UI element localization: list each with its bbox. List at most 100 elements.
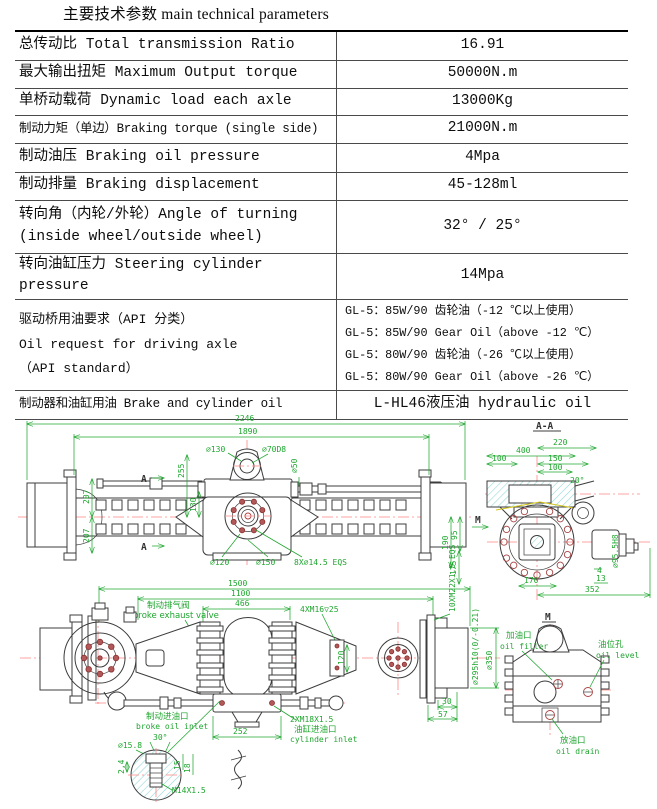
dim-lug-bore: ∅70D8 — [262, 445, 286, 454]
left-flange-side — [74, 632, 126, 684]
housing-fins — [504, 655, 610, 716]
dim-1100: 1100 — [231, 589, 250, 598]
view-m-title: M — [545, 612, 551, 623]
plug-detail: 2.4 15 18 M14X1.5 — [117, 748, 247, 802]
dim-rod: ∅50 — [290, 458, 299, 473]
differential-bulge — [223, 617, 273, 699]
hub-face-circle — [377, 637, 419, 679]
oil-level-label-cn: 油位孔 — [598, 639, 624, 650]
dim-170: 170 — [524, 576, 539, 585]
dim-lug-od: ∅130 — [206, 445, 225, 454]
brake-exhaust-valve-label-cn: 制动排气阀 — [147, 600, 190, 611]
dim-v120: 120 — [337, 650, 346, 665]
dim-d150: ∅150 — [256, 558, 275, 567]
parameters-table: 总传动比 Total transmission Ratio 16.91 最大输出… — [15, 30, 628, 420]
table-row: 转向油缸压力 Steering cylinder pressure 14Mpa — [15, 253, 628, 300]
dim-252: 252 — [233, 727, 248, 736]
dim-v95: 95 — [450, 530, 459, 540]
page-title: 主要技术参数 main technical parameters — [63, 6, 329, 23]
param-cell: 转向油缸压力 Steering cylinder pressure — [15, 253, 337, 300]
view-m: M 加油口 oil filler 油位孔 oil level 放油口 oil d… — [500, 612, 640, 756]
housing-body — [512, 649, 602, 723]
oil-filler-label-cn: 加油口 — [506, 630, 532, 641]
dim-150: 150 — [548, 454, 563, 463]
cylinder-inlet-label-en: cylinder inlet — [290, 735, 358, 744]
dim-18: 18 — [183, 763, 192, 773]
param-cell: 制动排量 Braking displacement — [15, 172, 337, 200]
value-cell: GL-5：85W/90 齿轮油（-12 ℃以上使用） GL-5：85W/90 G… — [345, 304, 599, 384]
param-cell: 总传动比 Total transmission Ratio — [15, 31, 337, 60]
param-cell: 制动力矩（单边）Braking torque (single side) — [15, 115, 337, 143]
dim-v207b: 207 — [82, 528, 91, 543]
table-row: 制动油压 Braking oil pressure 4Mpa — [15, 143, 628, 172]
value-cell: 32° / 25° — [443, 217, 522, 234]
dim-d350: ∅350 — [485, 651, 494, 670]
param-cell: 最大输出扭矩 Maximum Output torque — [15, 60, 337, 88]
table-row: 转向角（内轮/外轮）Angle of turning (inside wheel… — [15, 200, 628, 253]
brake-oil-inlet-label-cn: 制动进油口 — [146, 711, 189, 722]
oil-drain-label-en: oil drain — [556, 747, 600, 756]
housing-lug — [532, 624, 570, 653]
dim-2-4: 2.4 — [117, 759, 126, 774]
plug-head — [145, 753, 167, 764]
oil-filler-label-en: oil filler — [500, 642, 548, 651]
table-row: 制动器和油缸用油 Brake and cylinder oil L-HL46液压… — [15, 390, 628, 420]
dim-d120: ∅120 — [210, 558, 229, 567]
table-row: 总传动比 Total transmission Ratio 16.91 — [15, 31, 628, 60]
param-cell: 驱动桥用油要求（API 分类） Oil request for driving … — [15, 299, 337, 391]
dim-bolt-pattern: 8X∅14.5 EQS — [294, 558, 347, 567]
oil-level-label-en: oil level — [596, 651, 640, 660]
value-cell: 14Mpa — [460, 267, 505, 284]
stud-label-4xm16: 4XM16▽25 — [300, 605, 339, 614]
oil-drain-label-cn: 放油口 — [560, 735, 586, 746]
dim-d15-8: ∅15.8 — [118, 741, 142, 750]
table-row: 驱动桥用油要求（API 分类） Oil request for driving … — [15, 299, 628, 391]
param-cell: 单桥动载荷 Dynamic load each axle — [15, 88, 337, 115]
axle-ribs — [95, 499, 407, 535]
value-cell: L-HL46液压油 hydraulic oil — [373, 395, 592, 412]
section-aa-title: A-A — [536, 421, 553, 432]
table-row: 单桥动载荷 Dynamic load each axle 13000Kg — [15, 88, 628, 115]
tie-rod-right — [291, 485, 431, 493]
table-row: 制动排量 Braking displacement 45-128ml — [15, 172, 628, 200]
dim-inner-width: 1890 — [238, 427, 257, 436]
cylinder-inlet-label-cn: 油缸进油口 — [294, 724, 337, 735]
value-cell: 45-128ml — [447, 177, 518, 194]
table-row: 制动力矩（单边）Braking torque (single side) 210… — [15, 115, 628, 143]
param-cell: 转向角（内轮/外轮）Angle of turning (inside wheel… — [15, 200, 337, 253]
knuckle-section — [499, 504, 575, 580]
dim-57: 57 — [438, 710, 448, 719]
view-m-marker: M — [475, 515, 481, 526]
brake-exhaust-valve-label-en: broke exhaust valve — [133, 611, 219, 621]
break-symbol — [234, 749, 242, 790]
dim-1500: 1500 — [228, 579, 247, 588]
dim-angle-20: 20° — [570, 476, 584, 485]
dim-angle-30: 30° — [153, 733, 167, 742]
dim-15: 15 — [173, 760, 182, 770]
plug-thread-label: M14X1.5 — [172, 786, 206, 795]
wheel-mount-plate — [426, 614, 436, 704]
dim-400: 400 — [516, 446, 531, 455]
table-row: 最大输出扭矩 Maximum Output torque 50000N.m — [15, 60, 628, 88]
dim-v175: 175 — [449, 560, 458, 575]
dim-13: 13 — [596, 574, 606, 583]
left-wheel-hub — [26, 482, 68, 548]
dim-220: 220 — [553, 438, 568, 447]
stud-label-10xm22: 10XM22X1.5 EQS — [448, 544, 457, 612]
brake-drums — [196, 617, 296, 699]
steering-arm-joint — [571, 501, 595, 525]
axle-technical-drawing: A A 2246 1890 ∅130 ∅70D8 ∅50 255 130 207… — [18, 414, 657, 802]
dim-v130: 130 — [189, 497, 198, 512]
wheel-drum-side — [434, 627, 469, 689]
mounting-lug — [229, 448, 265, 481]
dim-466: 466 — [235, 599, 250, 608]
section-a-marker: A — [141, 474, 147, 485]
left-hub-side — [39, 627, 73, 691]
dim-30: 30 — [442, 697, 452, 706]
dim-bore-95: ∅95.5H8 — [611, 534, 620, 568]
param-cell: 制动器和油缸用油 Brake and cylinder oil — [15, 390, 337, 420]
dim-100a: 100 — [492, 454, 507, 463]
value-cell: 4Mpa — [465, 148, 500, 165]
side-view: 1500 1100 466 制动排气阀 broke exhaust valve — [20, 544, 500, 758]
